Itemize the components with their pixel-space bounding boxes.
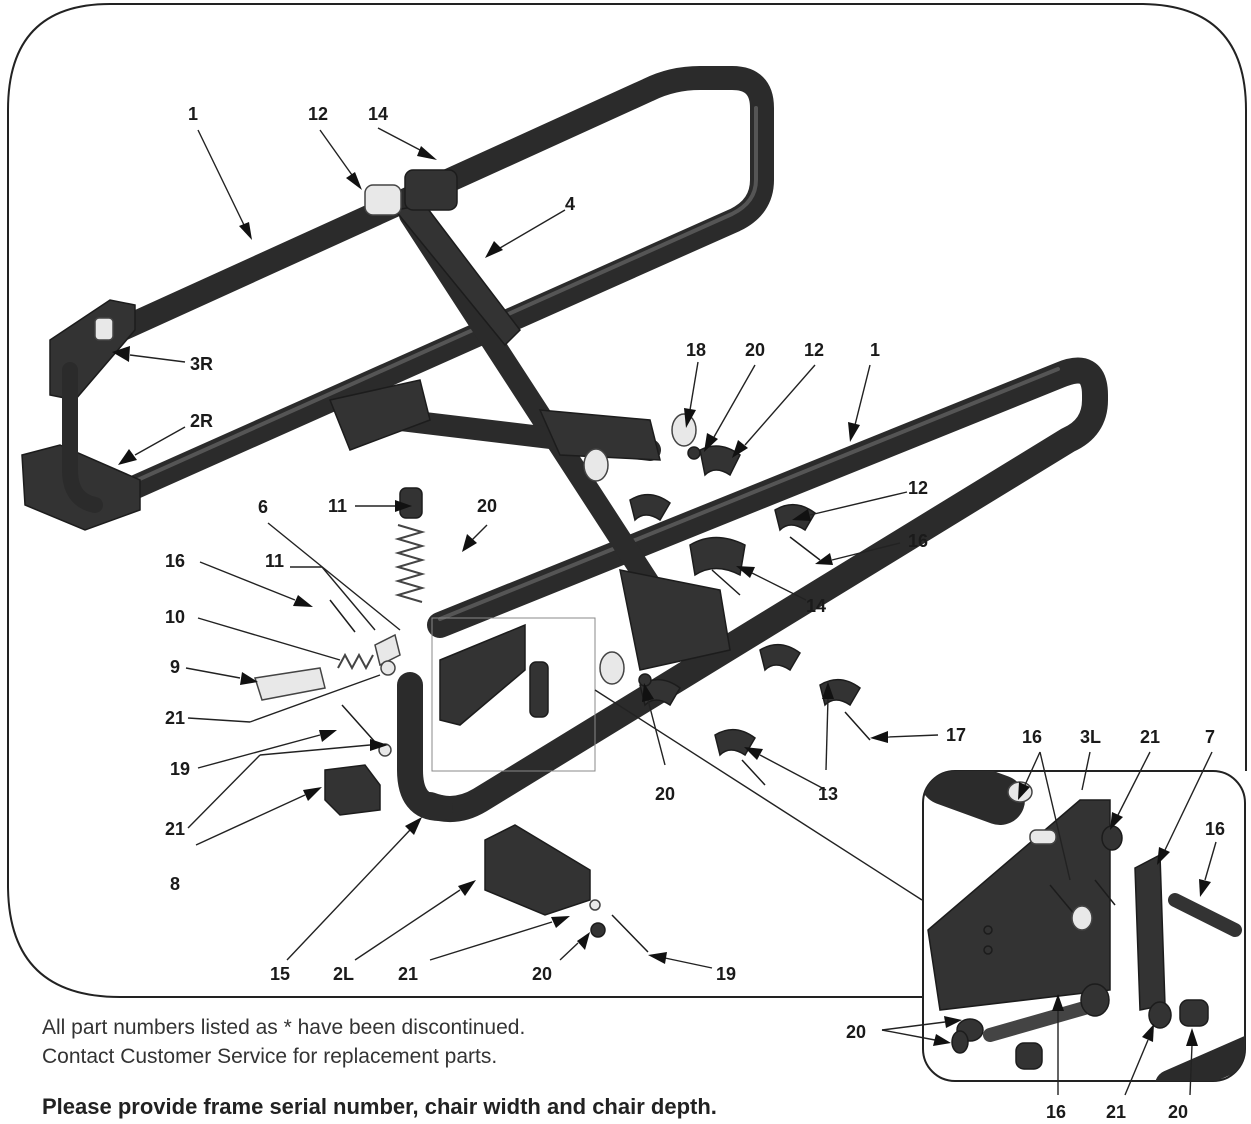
callout-7: 7 xyxy=(1205,727,1215,747)
callout-16: 16 xyxy=(165,551,185,571)
callout-8: 8 xyxy=(170,874,180,894)
front-frame-tube xyxy=(397,357,1108,822)
callout-18: 18 xyxy=(686,340,706,360)
callout-11: 11 xyxy=(328,496,347,516)
callout-20: 20 xyxy=(477,496,497,516)
inset-detail xyxy=(922,770,1246,1082)
callout-11: 11 xyxy=(265,551,284,571)
callout-14: 14 xyxy=(806,596,826,616)
vertical-post-right xyxy=(62,362,103,513)
plate-3L xyxy=(439,623,549,726)
callout-20: 20 xyxy=(846,1022,866,1042)
serial-number-note: Please provide frame serial number, chai… xyxy=(42,1094,717,1119)
callout-12: 12 xyxy=(908,478,928,498)
cross-brace xyxy=(328,204,731,671)
callout-20: 20 xyxy=(532,964,552,984)
callout-16: 16 xyxy=(1205,819,1225,839)
callout-3R: 3R xyxy=(190,354,213,374)
callout-1: 1 xyxy=(188,104,198,124)
back-frame-tube xyxy=(79,66,774,517)
callout-17: 17 xyxy=(946,725,966,745)
tube-clamps-top xyxy=(364,169,458,216)
callout-4: 4 xyxy=(565,194,575,214)
callout-3L: 3L xyxy=(1080,727,1101,747)
callout-15: 15 xyxy=(270,964,290,984)
callout-6: 6 xyxy=(258,497,268,517)
callout-labels: 1 12 14 4 3R 2R 18 20 12 1 11 6 20 12 16… xyxy=(165,104,1225,1122)
discontinued-note: All part numbers listed as * have been d… xyxy=(42,1016,526,1039)
callout-21: 21 xyxy=(165,819,185,839)
callout-13: 13 xyxy=(818,784,838,804)
callout-14: 14 xyxy=(368,104,388,124)
diagram-border xyxy=(7,3,1247,998)
callout-2L: 2L xyxy=(333,964,354,984)
contact-note: Contact Customer Service for replacement… xyxy=(42,1045,498,1068)
callout-21: 21 xyxy=(398,964,418,984)
leader-lines xyxy=(112,127,1217,1096)
callout-16: 16 xyxy=(1022,727,1042,747)
pad-8 xyxy=(324,764,381,816)
callout-12: 12 xyxy=(308,104,328,124)
callout-21: 21 xyxy=(1106,1102,1126,1122)
bracket-2L xyxy=(484,824,649,953)
callout-16: 16 xyxy=(908,531,928,551)
spring-assembly xyxy=(254,487,426,757)
callout-21: 21 xyxy=(165,708,185,728)
callout-20: 20 xyxy=(745,340,765,360)
callout-19: 19 xyxy=(716,964,736,984)
callout-20: 20 xyxy=(655,784,675,804)
callout-10: 10 xyxy=(165,607,185,627)
callout-16: 16 xyxy=(1046,1102,1066,1122)
callout-9: 9 xyxy=(170,657,180,677)
callout-12: 12 xyxy=(804,340,824,360)
callout-19: 19 xyxy=(170,759,190,779)
callout-21: 21 xyxy=(1140,727,1160,747)
detail-box xyxy=(431,617,596,772)
callout-20: 20 xyxy=(1168,1102,1188,1122)
callout-1: 1 xyxy=(870,340,880,360)
callout-2R: 2R xyxy=(190,411,213,431)
